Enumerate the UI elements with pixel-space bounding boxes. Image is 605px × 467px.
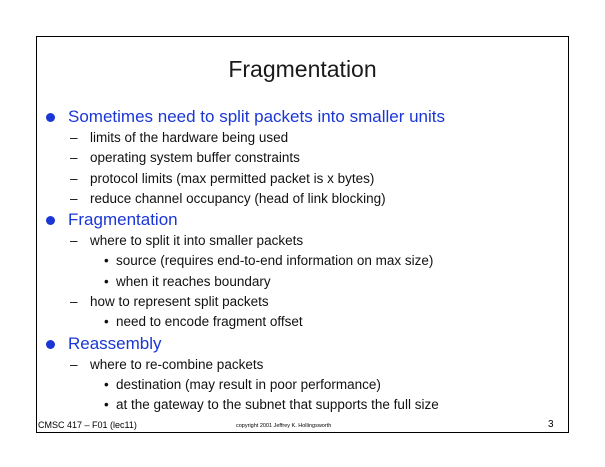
sub-list-item-text: need to encode fragment offset [116, 314, 303, 330]
slide-frame [36, 36, 569, 433]
sub-list-item-text: at the gateway to the subnet that suppor… [116, 397, 439, 413]
bullet-icon [46, 216, 55, 226]
sub-list-item-text: source (requires end-to-end information … [116, 253, 434, 269]
bullet-icon [46, 339, 55, 349]
dash-icon: – [70, 170, 78, 186]
list-item-text: limits of the hardware being used [90, 130, 289, 145]
dash-icon: – [70, 190, 78, 206]
dot-icon: • [104, 314, 109, 330]
list-item: – how to represent split packets [46, 292, 566, 312]
list-item: – where to split it into smaller packets [46, 231, 566, 251]
dot-icon: • [104, 253, 109, 269]
sub-list-item: • need to encode fragment offset [46, 312, 566, 332]
bullet-icon [46, 113, 55, 122]
sub-list-item-text: when it reaches boundary [116, 273, 271, 289]
section-heading: Sometimes need to split packets into sma… [46, 106, 566, 128]
section-fragmentation: Fragmentation – where to split it into s… [46, 209, 566, 332]
section-reassembly: Reassembly – where to re-combine packets… [46, 333, 566, 416]
slide-content: Sometimes need to split packets into sma… [46, 106, 566, 416]
dash-icon: – [70, 150, 78, 166]
list-item: – limits of the hardware being used [46, 128, 566, 148]
sub-list-item: • source (requires end-to-end informatio… [46, 251, 566, 271]
dash-icon: – [70, 356, 78, 372]
list-item: – reduce channel occupancy (head of link… [46, 189, 566, 209]
sub-list-item: • when it reaches boundary [46, 272, 566, 292]
list-item-text: reduce channel occupancy (head of link b… [90, 190, 386, 206]
heading-text: Sometimes need to split packets into sma… [68, 107, 446, 126]
list-item: – protocol limits (max permitted packet … [46, 169, 566, 189]
list-item-text: operating system buffer constraints [90, 150, 300, 166]
slide-title: Fragmentation [228, 56, 377, 82]
dot-icon: • [104, 397, 109, 413]
footer-copyright: copyright 2001 Jeffrey K. Hollingsworth [236, 423, 332, 429]
heading-text: Reassembly [68, 333, 162, 353]
list-item-text: how to represent split packets [90, 294, 269, 310]
list-item-text: where to re-combine packets [90, 356, 264, 372]
list-item: – where to re-combine packets [46, 355, 566, 375]
sub-list-item-text: destination (may result in poor performa… [116, 376, 381, 392]
section-heading: Reassembly [46, 333, 566, 355]
dot-icon: • [104, 376, 109, 392]
dash-icon: – [70, 130, 78, 145]
footer-course: CMSC 417 – F01 (lec11) [38, 420, 137, 430]
sub-list-item: • destination (may result in poor perfor… [46, 375, 566, 395]
section-split-packets: Sometimes need to split packets into sma… [46, 106, 566, 209]
list-item-text: where to split it into smaller packets [90, 233, 304, 249]
sub-list-item: • at the gateway to the subnet that supp… [46, 395, 566, 415]
dash-icon: – [70, 233, 78, 249]
dot-icon: • [104, 273, 109, 289]
section-heading: Fragmentation [46, 209, 566, 231]
heading-text: Fragmentation [68, 210, 178, 230]
dash-icon: – [70, 294, 78, 310]
page-number: 3 [548, 419, 554, 430]
list-item: – operating system buffer constraints [46, 148, 566, 168]
list-item-text: protocol limits (max permitted packet is… [90, 170, 375, 186]
